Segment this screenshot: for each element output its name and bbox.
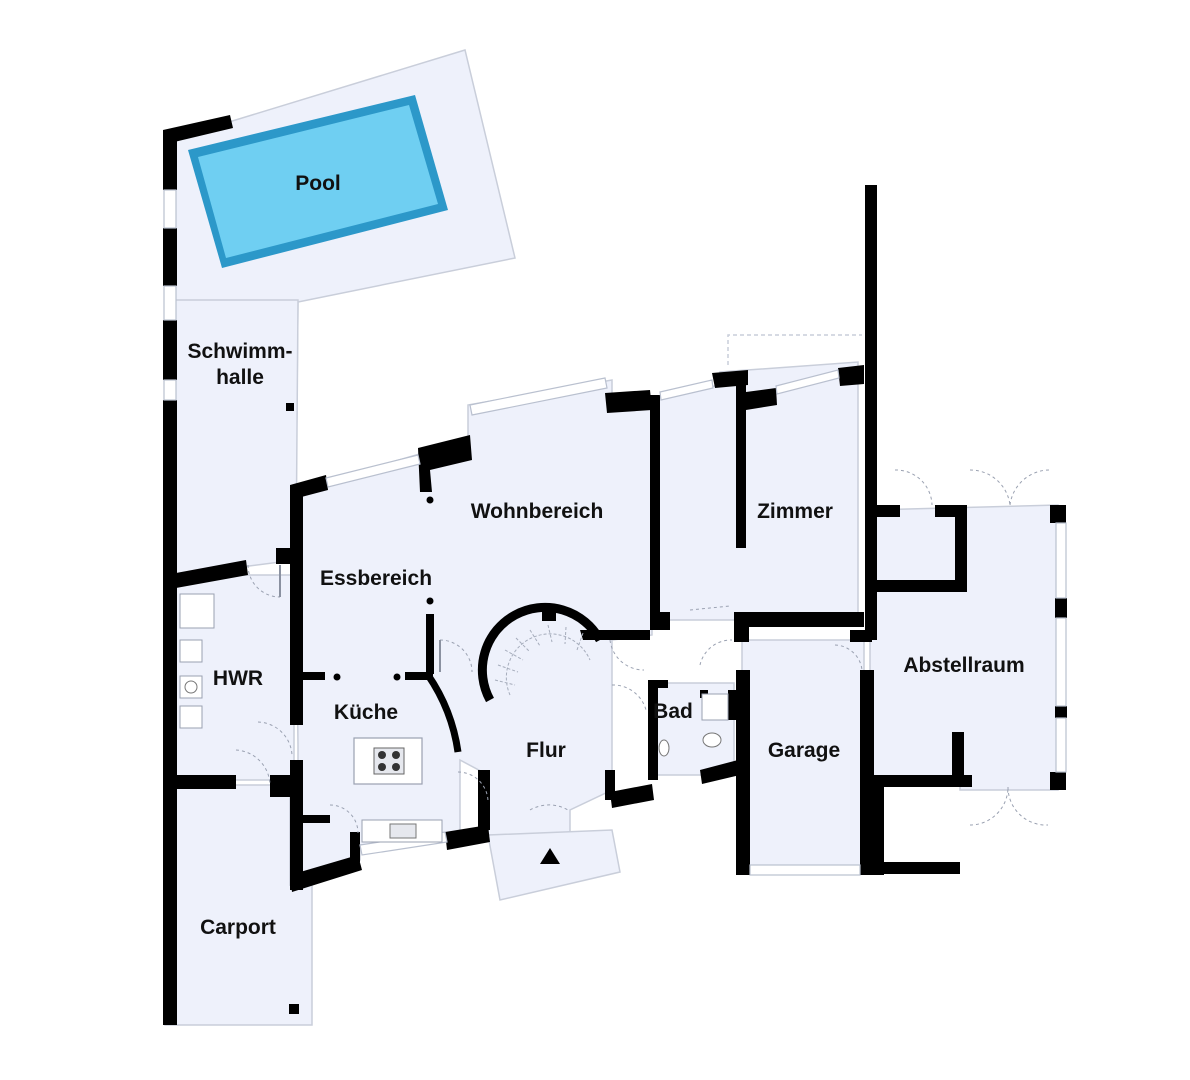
washbasin-icon bbox=[658, 739, 670, 757]
entry-porch-floor bbox=[487, 829, 621, 901]
room-label-essbereich: Essbereich bbox=[320, 567, 432, 590]
room-label-kueche: Küche bbox=[334, 701, 398, 724]
fixtures bbox=[179, 593, 729, 843]
hwr-appliance-2 bbox=[179, 639, 203, 663]
room-label-hwr: HWR bbox=[213, 667, 263, 690]
doors bbox=[235, 469, 1051, 834]
room-label-wohnbereich: Wohnbereich bbox=[471, 500, 604, 523]
room-label-zimmer: Zimmer bbox=[757, 500, 833, 523]
toilet-icon bbox=[702, 732, 722, 748]
room-label-pool: Pool bbox=[295, 172, 341, 195]
garage-floor bbox=[741, 639, 865, 871]
room-labels: Pool Schwimm- halle Wohnbereich Zimmer E… bbox=[187, 172, 1024, 939]
dryer-icon bbox=[179, 705, 203, 729]
room-label-bad: Bad bbox=[653, 700, 693, 723]
staircase bbox=[477, 602, 604, 703]
sink-icon bbox=[389, 823, 417, 839]
hwr-appliance-1 bbox=[179, 593, 215, 629]
carport-floor bbox=[164, 784, 313, 1026]
room-label-abstellraum: Abstellraum bbox=[903, 654, 1024, 677]
room-label-garage: Garage bbox=[768, 739, 840, 762]
balcony-outline bbox=[727, 334, 862, 365]
shower-icon bbox=[701, 693, 729, 721]
room-label-flur: Flur bbox=[526, 739, 566, 762]
room-label-schwimmhalle-line2: halle bbox=[216, 366, 264, 389]
walls bbox=[163, 115, 1067, 1025]
pool-water bbox=[198, 105, 438, 258]
room-label-schwimmhalle-line1: Schwimm- bbox=[187, 340, 292, 363]
cooktop-icon bbox=[373, 747, 405, 775]
pool bbox=[188, 95, 448, 268]
entry-arrow-icon bbox=[540, 848, 560, 864]
washer-icon bbox=[179, 675, 203, 699]
room-label-carport: Carport bbox=[200, 916, 276, 939]
